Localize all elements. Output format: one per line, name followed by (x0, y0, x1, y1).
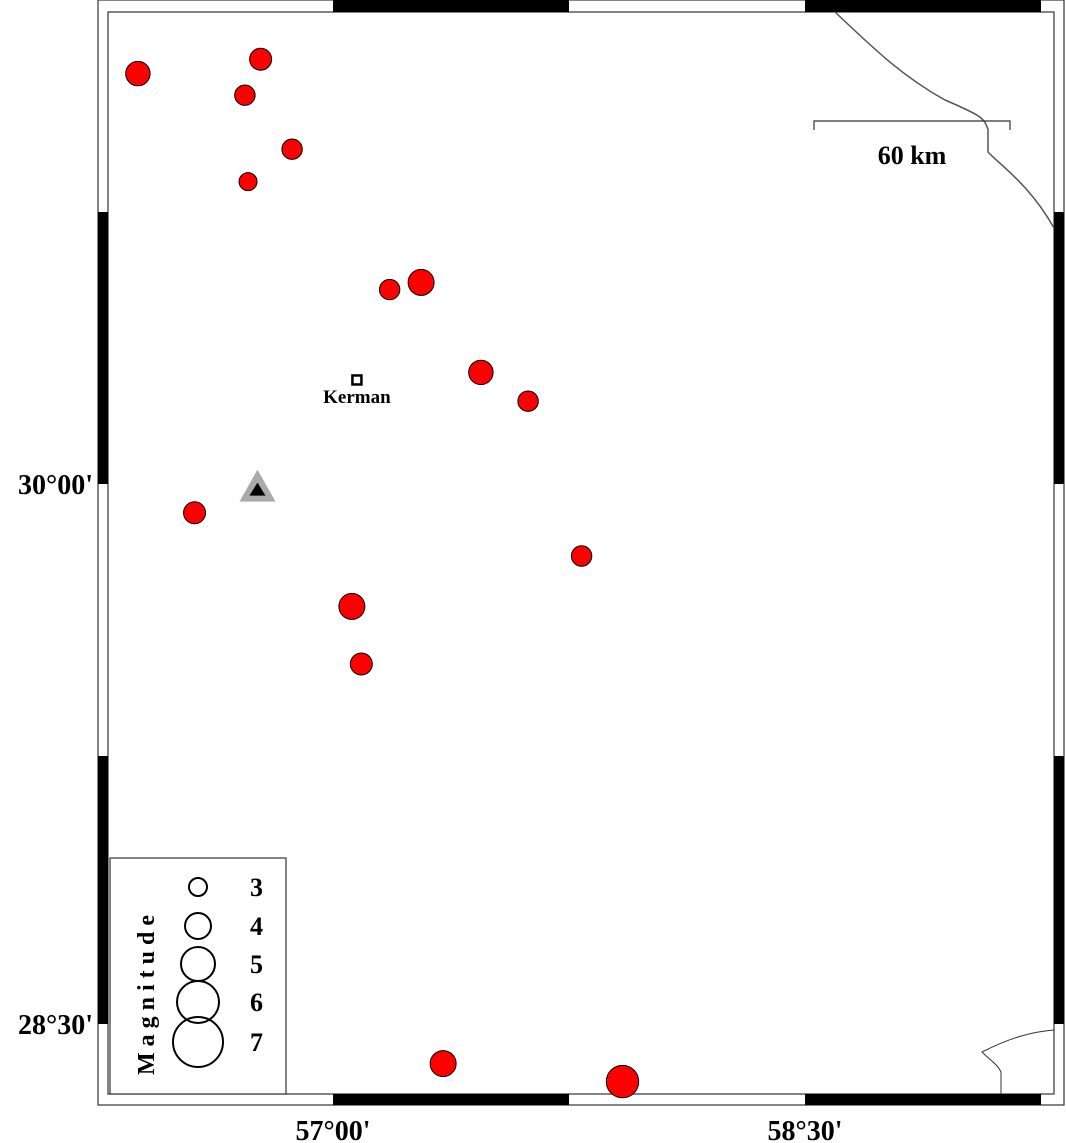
earthquake-marker (249, 47, 273, 71)
earthquake-marker (234, 84, 256, 106)
earthquake-marker (378, 278, 401, 301)
frame-segment (1054, 756, 1064, 1024)
earthquake-marker (183, 501, 207, 525)
city-label: Kerman (323, 387, 391, 408)
y-tick-label: 28°30' (18, 1010, 93, 1041)
frame-segment (98, 756, 108, 1024)
earthquake-marker (238, 172, 258, 192)
border-line-southeast (981, 1029, 1055, 1094)
legend-label: 3 (250, 873, 263, 902)
frame-segment (333, 0, 569, 12)
frame-segment (98, 212, 108, 484)
legend-circle (176, 980, 220, 1024)
earthquake-marker (605, 1064, 640, 1099)
earthquake-events (125, 47, 640, 1099)
magnitude-legend: Magnitude 3 4 5 6 7 (109, 857, 287, 1095)
scale-bar: 60 km (813, 120, 1011, 170)
legend-label: 7 (250, 1028, 263, 1057)
frame-segment (805, 0, 1041, 12)
earthquake-marker (517, 390, 539, 412)
city-kerman: Kerman (323, 374, 391, 408)
city-marker-icon (351, 374, 363, 386)
earthquake-marker (468, 359, 494, 386)
legend-circle (188, 877, 208, 897)
border-line-northeast (834, 11, 1055, 229)
axis-tick-labels: 57°00' 58°30' 30°00' 28°30' (18, 470, 842, 1143)
frame-segment (333, 1094, 569, 1105)
earthquake-marker (125, 60, 151, 87)
earthquake-marker (429, 1050, 457, 1078)
earthquake-marker (338, 592, 366, 620)
legend-label: 4 (250, 912, 263, 941)
earthquake-marker (281, 138, 303, 160)
earthquake-marker (570, 545, 593, 567)
legend-label: 5 (250, 950, 263, 979)
earthquake-marker (407, 268, 435, 296)
legend-circle (184, 912, 212, 940)
x-tick-label: 58°30' (768, 1116, 843, 1143)
station-triangle-icon (239, 469, 276, 502)
legend-title: Magnitude (134, 909, 160, 1075)
legend-label: 6 (250, 988, 263, 1017)
frame-segment (805, 1094, 1041, 1105)
frame-segment (1054, 212, 1064, 484)
x-tick-label: 57°00' (296, 1116, 371, 1143)
scale-bar-label: 60 km (878, 141, 947, 170)
legend-circle (172, 1016, 224, 1068)
y-tick-label: 30°00' (18, 470, 93, 501)
earthquake-marker (349, 652, 373, 676)
